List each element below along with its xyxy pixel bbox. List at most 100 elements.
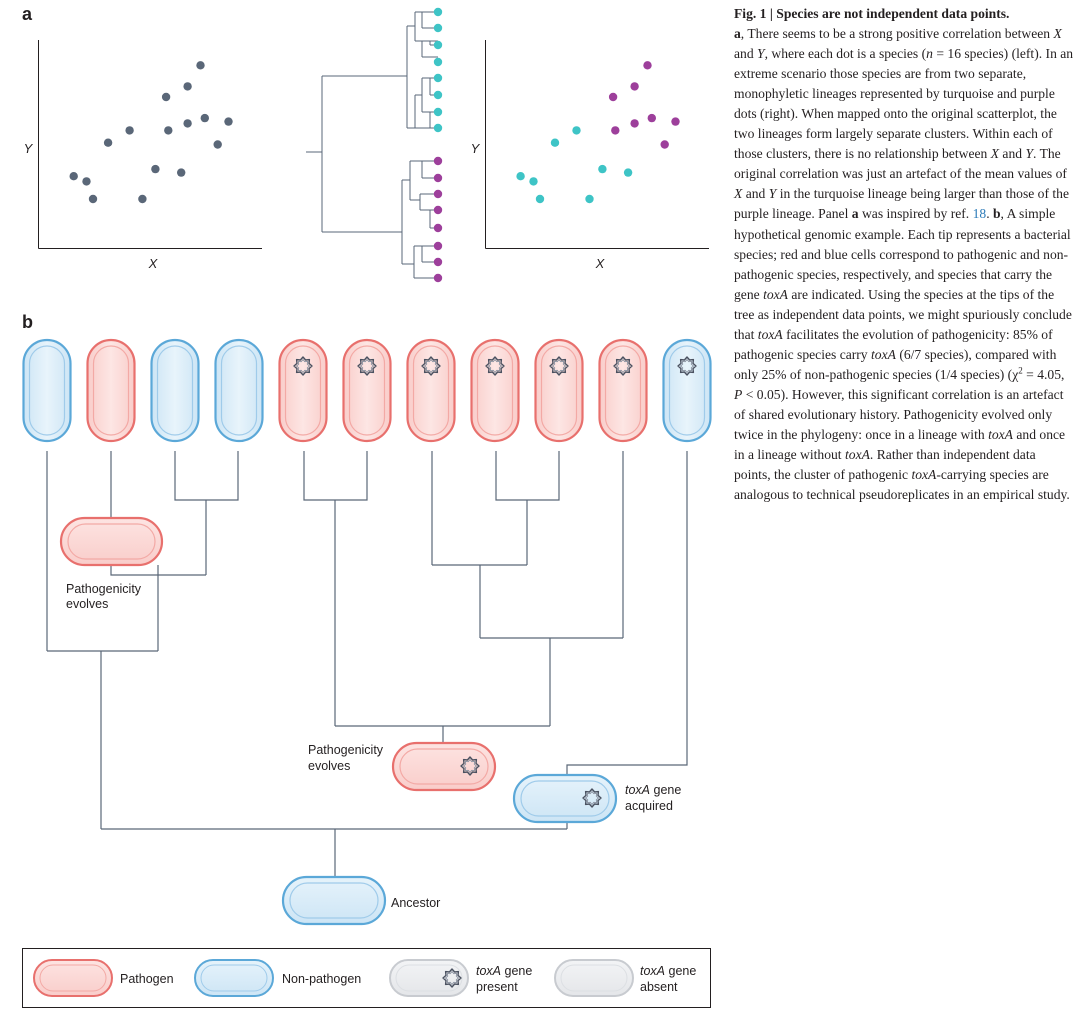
legend-toxA-absent-swatch (554, 959, 634, 997)
tree-tip-dot (433, 189, 443, 199)
scatter-point (598, 164, 607, 174)
tip-cell-6 (342, 338, 392, 443)
pathogenicity-left-line1: Pathogenicity (66, 582, 142, 596)
scatter-point (630, 82, 639, 91)
pathogenicity-mid-line2: evolves (308, 759, 350, 773)
caption-var: n (926, 46, 933, 62)
caption-text: and (734, 46, 758, 62)
scatter-point (177, 168, 186, 177)
tree-tip-dot (433, 107, 443, 117)
caption-text: in the turquoise lineage being larger th… (734, 186, 1069, 222)
tree-tip-dot (433, 205, 443, 215)
legend-toxA-present-swatch (389, 959, 469, 997)
caption-text: = 16 species) (left). In an extreme scen… (734, 46, 1074, 162)
pathogenicity-left-line2: evolves (66, 597, 108, 611)
scatter-point (535, 194, 545, 204)
caption-var: X (1053, 26, 1062, 42)
panel-b-phylogeny (46, 451, 688, 877)
caption-text: and once in a lineage without (734, 426, 1066, 463)
caption-text: = 4.05, (1022, 366, 1065, 382)
legend-pathogen-swatch (33, 959, 113, 997)
panel-a-tree-tip-dots (433, 7, 443, 283)
tip-cell-2 (86, 338, 136, 443)
caption-gene: toxA (988, 426, 1013, 442)
scatter-point (183, 119, 192, 128)
scatter-point (623, 168, 633, 177)
right-y-axis-label: Y (471, 141, 481, 156)
ancestor-label: Ancestor (391, 896, 440, 910)
scatter-point (213, 140, 222, 149)
panel-a-label: a (22, 4, 33, 24)
caption-text: and (999, 146, 1026, 162)
tree-tip-dot (433, 156, 443, 166)
legend-absent-line1: toxA gene (640, 964, 696, 978)
scatter-point (69, 172, 78, 181)
caption-superscript: 2 (1018, 365, 1023, 376)
panel-b-label: b (22, 312, 33, 332)
caption-reference-link[interactable]: 18 (972, 206, 987, 222)
caption-a-label: a (734, 26, 741, 42)
scatter-point (585, 194, 594, 204)
panel-b-tips (22, 338, 712, 443)
caption-text: . Rather than independent data points, t… (734, 447, 1036, 483)
caption-text: (6/7 species), compared with only 25% of… (734, 346, 1057, 382)
scatter-point (103, 138, 113, 147)
tree-tip-dot (433, 173, 443, 183)
tree-tip-dot (433, 73, 443, 83)
tip-cell-8 (470, 338, 520, 443)
tree-tip-dot (433, 123, 443, 133)
scatter-point (660, 140, 669, 149)
scatter-point (516, 172, 525, 181)
legend-pathogen-label: Pathogen (120, 972, 174, 986)
tree-tip-dot (433, 90, 443, 100)
caption-gene: toxA (911, 467, 937, 483)
scatter-point (138, 194, 147, 204)
caption-text: are indicated. Using the species at the … (734, 286, 1072, 342)
scatter-point (200, 113, 209, 123)
toxA-acquired-label: toxA gene (625, 783, 681, 797)
tree-tip-dot (433, 273, 443, 283)
tip-cell-10 (598, 338, 648, 443)
tip-cell-7 (406, 338, 456, 443)
caption-text: and (742, 186, 769, 202)
tip-cell-1 (22, 338, 72, 443)
scatter-point (151, 164, 160, 174)
pathogenicity-mid-line1: Pathogenicity (308, 743, 384, 757)
tree-tip-dot (433, 57, 443, 67)
caption-fig-label: Fig. 1 | (734, 6, 773, 21)
scatter-point (643, 61, 652, 70)
right-scatter-axes (485, 40, 709, 249)
ancestor-cell (281, 875, 387, 926)
caption-title: Species are not independent data points. (776, 6, 1010, 21)
tree-tip-dot (433, 40, 443, 50)
caption-text: . (986, 206, 993, 222)
toxA-acquired-event (512, 773, 618, 824)
caption-b-label: b (992, 206, 1001, 222)
legend-present-line2: present (476, 980, 518, 994)
scatter-point (164, 126, 173, 135)
scatter-point (82, 177, 91, 186)
scatter-point (161, 92, 171, 102)
caption-gene: toxA (763, 286, 788, 302)
scatter-point (224, 117, 233, 126)
tip-cell-4 (214, 338, 264, 443)
caption-text: , There seems to be a strong positive co… (740, 26, 1054, 42)
legend-nonpathogen-label: Non-pathogen (282, 972, 361, 986)
tip-cell-5 (278, 338, 328, 443)
scatter-point (671, 117, 680, 126)
caption-gene: toxA (845, 447, 870, 463)
figure-caption: Fig. 1 | Species are not independent dat… (734, 4, 1074, 505)
scatter-point (647, 113, 656, 123)
left-scatter-points (69, 61, 233, 204)
caption-text: -carrying species are analogous to techn… (734, 467, 1070, 503)
left-x-axis-label: X (148, 256, 159, 271)
toxA-acquired-line2: acquired (625, 799, 673, 813)
tip-cell-3 (150, 338, 200, 443)
scatter-point (611, 126, 620, 135)
pathogenicity-event-mid (391, 741, 497, 792)
caption-text: < 0.05). However, this significant corre… (734, 386, 1064, 442)
caption-text: . The original correlation was just an a… (734, 146, 1067, 182)
caption-var: X (990, 146, 1000, 162)
caption-gene: toxA (871, 346, 896, 362)
legend-absent-line2: absent (640, 980, 678, 994)
